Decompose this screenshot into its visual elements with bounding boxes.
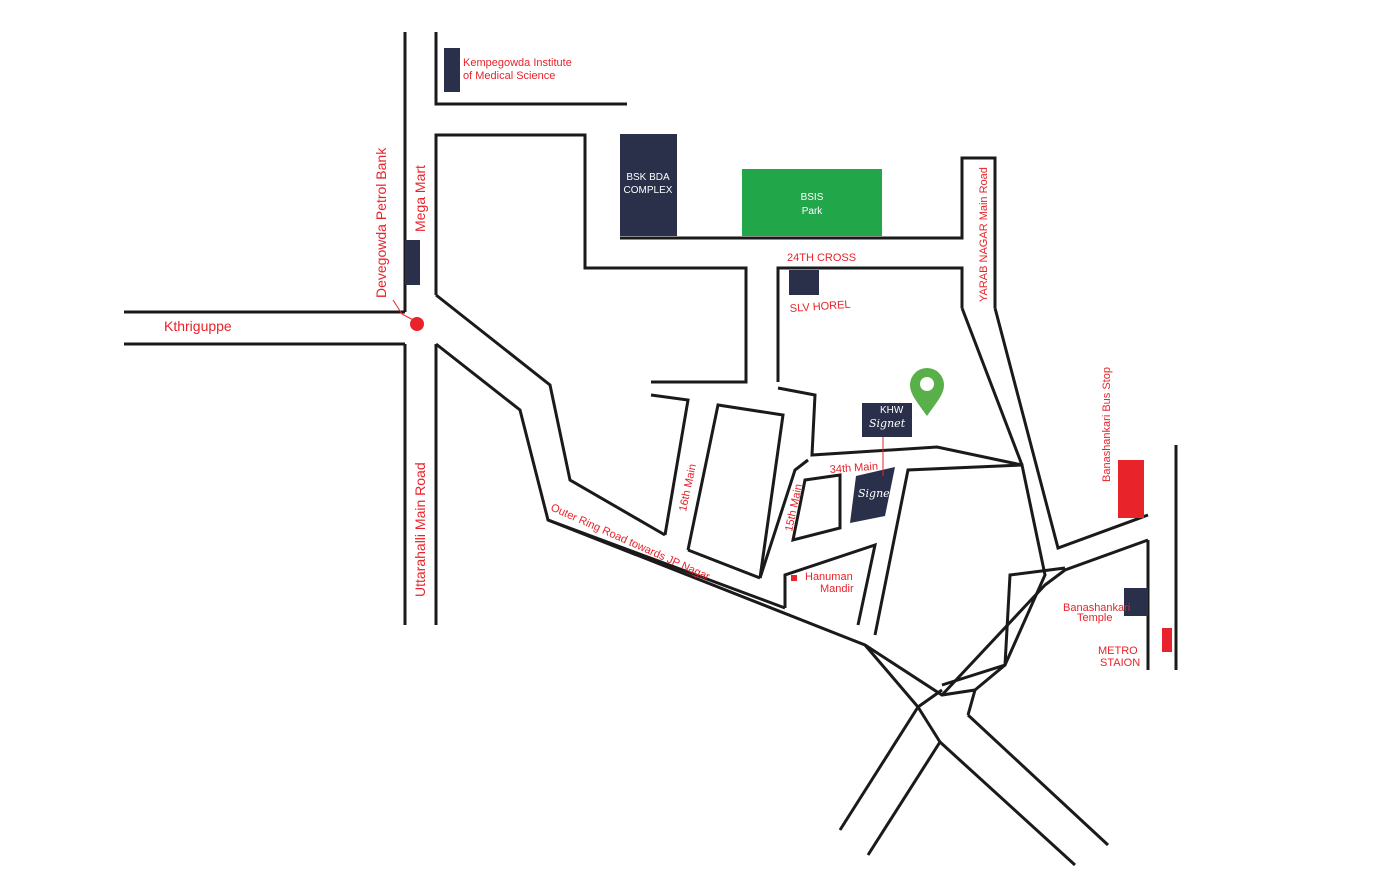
hanuman-label-2: Mandir xyxy=(820,583,854,595)
devegowda-label: Devegowda Petrol Bank xyxy=(373,147,389,298)
slv-label: SLV HOREL xyxy=(789,299,851,315)
mega-mart-building xyxy=(405,240,420,285)
16th-main-label: 16th Main xyxy=(677,463,699,513)
metro-label-1: METRO xyxy=(1098,645,1138,657)
hanuman-label-1: Hanuman xyxy=(805,571,853,583)
bus-stop-label: Banashankari Bus Stop xyxy=(1101,367,1113,482)
red-dot-icon xyxy=(410,317,424,331)
bsis-park xyxy=(742,169,882,236)
logo-small-text: KHW xyxy=(880,405,904,416)
34th-main-label: 34th Main xyxy=(829,461,878,476)
map-pin-icon xyxy=(910,368,944,416)
site-logo-text: Signet xyxy=(858,487,895,500)
slv-hotel-building xyxy=(789,270,819,295)
15th-main-label: 15th Main xyxy=(783,483,805,533)
kempegowda-label-1: Kempegowda Institute xyxy=(463,57,572,69)
mega-mart-label: Mega Mart xyxy=(412,165,428,232)
24th-cross-label: 24TH CROSS xyxy=(787,252,856,264)
kthriguppe-label: Kthriguppe xyxy=(164,318,232,334)
temple-label-1: Banashankari xyxy=(1063,602,1130,614)
kempegowda-building xyxy=(444,48,460,92)
project-logo-card xyxy=(862,403,912,437)
project-site-block xyxy=(850,467,895,523)
temple-label-2: Temple xyxy=(1077,612,1112,624)
bus-stop-marker xyxy=(1118,460,1144,518)
bsis-line2: Park xyxy=(802,206,824,217)
uttarahalli-label: Uttarahalli Main Road xyxy=(412,462,428,597)
bsk-bda-line2: COMPLEX xyxy=(624,185,673,196)
temple-building xyxy=(1124,588,1148,616)
road-network xyxy=(124,32,1178,867)
metro-marker xyxy=(1162,628,1172,652)
hanuman-marker xyxy=(791,575,797,581)
bsis-line1: BSIS xyxy=(801,192,824,203)
bsk-bda-line1: BSK BDA xyxy=(626,172,670,183)
logo-brand-text: Signet xyxy=(869,417,906,430)
bsk-bda-complex xyxy=(620,134,677,236)
yarab-label: YARAB NAGAR Main Road xyxy=(978,167,990,302)
kempegowda-label-2: of Medical Science xyxy=(463,70,555,82)
metro-label-2: STAION xyxy=(1100,657,1140,669)
